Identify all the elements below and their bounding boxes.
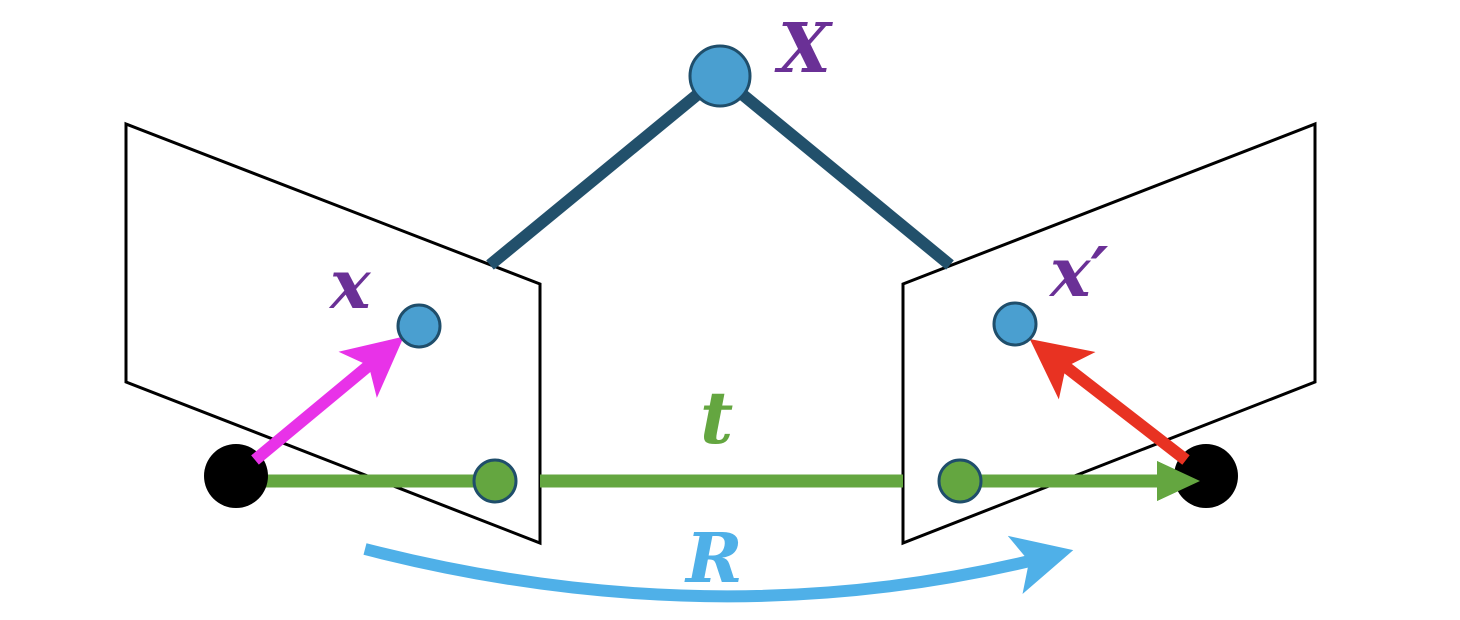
- left-camera-center: [204, 444, 268, 508]
- rotation-label: R: [684, 519, 743, 599]
- world-point: [688, 44, 752, 108]
- right-image-ray-arrow: [1029, 338, 1190, 465]
- left-projection-ray: [486, 71, 724, 270]
- right-image-point: [992, 301, 1038, 347]
- right-epipole: [937, 458, 983, 504]
- left-image-ray-arrow: [251, 336, 404, 465]
- left-image-point: [396, 303, 442, 349]
- baseline-arrowhead-overlay: [1157, 461, 1200, 501]
- left-epipole: [472, 458, 518, 504]
- left-image-point-label: x: [328, 245, 372, 325]
- rotation-arrow: [363, 535, 1074, 603]
- right-image-point-label: x′: [1048, 233, 1109, 313]
- right-projection-ray: [716, 71, 954, 270]
- translation-label: t: [700, 375, 733, 460]
- right-camera-center: [1174, 444, 1238, 508]
- left-image-plane: [124, 121, 542, 546]
- right-image-plane: [901, 121, 1317, 546]
- world-point-label: X: [774, 9, 833, 89]
